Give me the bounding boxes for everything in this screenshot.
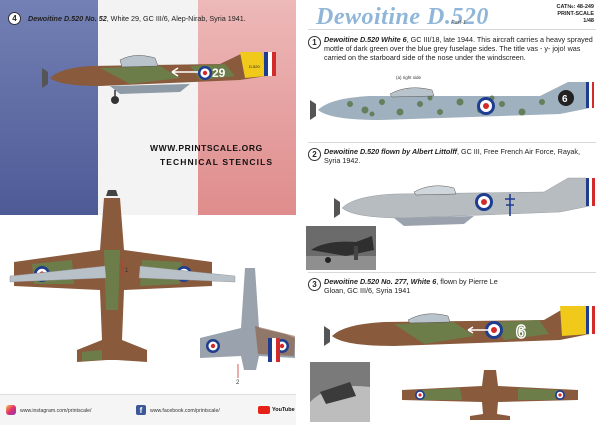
left-decal-sheet: 4 Dewoitine D.520 No. 52, White 29, GC I… [0, 0, 296, 425]
item-number-badge: 4 [8, 12, 21, 25]
instagram-link[interactable]: www.instagram.com/printscale/ [20, 408, 92, 414]
historical-photo [310, 362, 370, 422]
catalog-brand: PRINT-SCALE [557, 11, 594, 17]
stencil-callout-1: 1 [125, 268, 129, 274]
stencils-label: TECHNICAL STENCILS [160, 157, 274, 167]
item-caption-text: , GC III, Free French Air Force, Rayak, … [324, 147, 581, 165]
item-number-badge: 2 [308, 148, 321, 161]
aircraft-profile-white-6: 6 [310, 82, 594, 120]
sheet-title: Dewoitine D.520 [316, 4, 489, 30]
sheet-part-label: Part-1 [451, 20, 466, 26]
item-caption-text: , flown by Pierre Le Gloan, GC III/6, Sy… [324, 277, 498, 295]
historical-photo [306, 226, 376, 270]
aircraft-top-view-le-gloan: 6 [402, 370, 578, 422]
website-label: WWW.PRINTSCALE.ORG [150, 143, 263, 153]
aircraft-side-profile: 29 D.520 [42, 52, 276, 104]
catalog-block: CAT№: 48-249 PRINT-SCALE 1/48 [556, 4, 594, 25]
youtube-label[interactable]: YouTube [272, 407, 295, 413]
french-flag-background [0, 0, 296, 215]
svg-text:6: 6 [562, 94, 568, 105]
catalog-scale: 1/48 [583, 18, 594, 24]
divider [308, 29, 596, 30]
side-note: (a) right side [396, 75, 422, 80]
catalog-number: CAT№: 48-249 [556, 4, 594, 10]
facebook-link[interactable]: www.facebook.com/printscale/ [150, 408, 220, 414]
facebook-icon[interactable]: f [136, 405, 146, 415]
item-number-badge: 3 [308, 278, 321, 291]
item-caption-title: Dewoitine D.520 White 6 [324, 35, 407, 44]
item-caption: Dewoitine D.520 flown by Albert Littolff… [324, 147, 596, 165]
item-caption-title: Dewoitine D.520 flown by Albert Littolff [324, 147, 457, 156]
flag-white-band [98, 0, 198, 215]
svg-text:D.520: D.520 [249, 64, 260, 69]
item-caption-text: , GC III/18, late 1944. This aircraft ca… [324, 35, 593, 62]
item-caption: Dewoitine D.520 No. 52, White 29, GC III… [28, 14, 290, 23]
rudder-tricolour [268, 338, 280, 362]
item-caption-title: Dewoitine D.520 No. 277, White 6 [324, 277, 437, 286]
right-decal-sheet: Dewoitine D.520 Part-1 CAT№: 48-249 PRIN… [304, 0, 600, 425]
stencil-callout-2: 2 [236, 380, 240, 386]
aircraft-underside-view [9, 260, 295, 378]
youtube-icon[interactable] [258, 406, 270, 414]
svg-text:6: 6 [524, 410, 530, 421]
flag-red-band [198, 0, 296, 215]
divider [308, 272, 596, 273]
item-caption-text: , White 29, GC III/6, Alep-Nirab, Syria … [106, 14, 246, 23]
item-caption: Dewoitine D.520 White 6, GC III/18, late… [324, 35, 596, 62]
item-caption-title: Dewoitine D.520 No. 52 [28, 14, 107, 23]
divider [308, 142, 596, 143]
aircraft-profile-littolff [334, 177, 595, 226]
aircraft-profile-le-gloan: 6 [324, 306, 595, 346]
social-links-bar: www.instagram.com/printscale/ f www.face… [0, 394, 296, 425]
instagram-icon[interactable] [6, 405, 16, 415]
svg-text:29: 29 [212, 66, 226, 80]
flag-blue-band [0, 0, 98, 215]
svg-text:6: 6 [516, 322, 526, 342]
item-number-badge: 1 [308, 36, 321, 49]
item-caption: Dewoitine D.520 No. 277, White 6, flown … [324, 277, 504, 295]
